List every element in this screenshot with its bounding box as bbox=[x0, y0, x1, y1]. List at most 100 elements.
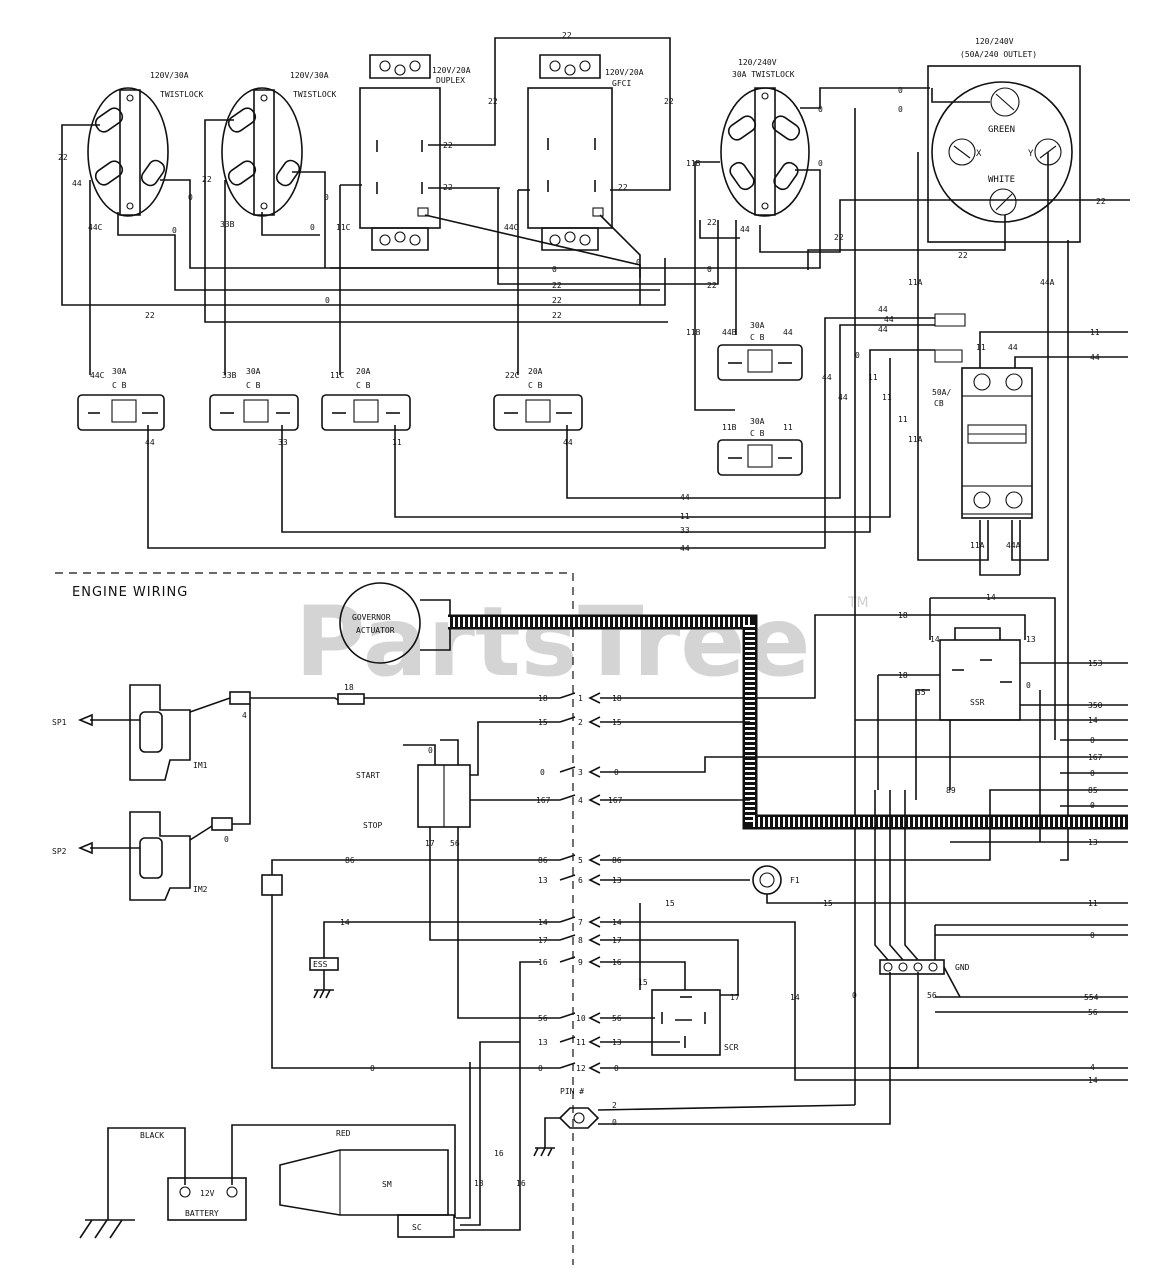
svg-text:18: 18 bbox=[538, 694, 548, 703]
start-label: START bbox=[356, 771, 380, 780]
outlet-twistlock-240: 120/240V 30A TWISTLOCK bbox=[720, 58, 810, 217]
svg-text:18: 18 bbox=[898, 671, 908, 680]
svg-text:44: 44 bbox=[783, 328, 793, 337]
outlet-50a: 120/240V (50A/240 OUTLET) GREEN WHITE X … bbox=[927, 37, 1081, 243]
svg-text:22: 22 bbox=[443, 141, 453, 150]
svg-text:22: 22 bbox=[202, 175, 212, 184]
svg-text:44: 44 bbox=[878, 325, 888, 334]
svg-text:554: 554 bbox=[1084, 993, 1099, 1002]
svg-text:44: 44 bbox=[72, 179, 82, 188]
svg-text:0: 0 bbox=[428, 746, 433, 755]
outlet3-title1: 120V/20A bbox=[432, 66, 471, 75]
outlet2-title1: 120V/30A bbox=[290, 71, 329, 80]
cb1-label: C B bbox=[112, 381, 127, 390]
svg-text:22: 22 bbox=[707, 281, 717, 290]
svg-text:44: 44 bbox=[1008, 343, 1018, 352]
svg-text:44: 44 bbox=[878, 305, 888, 314]
svg-text:17: 17 bbox=[425, 839, 435, 848]
outlet5-title2: 30A TWISTLOCK bbox=[732, 70, 795, 79]
pin-label: PIN # bbox=[560, 1087, 584, 1096]
svg-text:0: 0 bbox=[636, 258, 641, 267]
outlet-gfci: 120V/20A GFCI bbox=[527, 54, 644, 251]
svg-text:16: 16 bbox=[494, 1149, 504, 1158]
svg-text:16: 16 bbox=[516, 1179, 526, 1188]
starter-motor: SM SC bbox=[279, 961, 540, 1238]
svg-text:0: 0 bbox=[1090, 801, 1095, 810]
battery-label: BATTERY bbox=[185, 1209, 219, 1218]
svg-text:0: 0 bbox=[188, 193, 193, 202]
outlet-duplex: 120V/20A DUPLEX bbox=[359, 54, 471, 251]
outlet6-title2: (50A/240 OUTLET) bbox=[960, 50, 1037, 59]
svg-text:44: 44 bbox=[740, 225, 750, 234]
cb2-rating: 30A bbox=[246, 367, 261, 376]
svg-text:14: 14 bbox=[538, 918, 548, 927]
svg-text:0: 0 bbox=[612, 1118, 617, 1127]
governor-line1: GOVERNOR bbox=[352, 613, 391, 622]
breaker-cb4: 20A C B bbox=[493, 367, 583, 431]
battery: 12V BATTERY BLACK RED bbox=[79, 1124, 456, 1239]
svg-text:13: 13 bbox=[612, 1038, 622, 1047]
stop-label: STOP bbox=[363, 821, 382, 830]
svg-text:0: 0 bbox=[1090, 769, 1095, 778]
svg-text:14: 14 bbox=[340, 918, 350, 927]
relay-scr: SCR bbox=[651, 989, 739, 1056]
svg-text:0: 0 bbox=[855, 351, 860, 360]
outlet2-title2: TWISTLOCK bbox=[293, 90, 337, 99]
outlet4-title1: 120V/20A bbox=[605, 68, 644, 77]
svg-text:22: 22 bbox=[618, 183, 628, 192]
svg-text:0: 0 bbox=[552, 265, 557, 274]
svg-text:0: 0 bbox=[370, 1064, 375, 1073]
pin-10: 10 bbox=[576, 1014, 586, 1023]
cb3-rating: 20A bbox=[356, 367, 371, 376]
svg-text:11: 11 bbox=[882, 393, 892, 402]
svg-text:56: 56 bbox=[1088, 1008, 1098, 1017]
svg-text:11: 11 bbox=[976, 343, 986, 352]
svg-text:17: 17 bbox=[730, 993, 740, 1002]
svg-text:18: 18 bbox=[344, 683, 354, 692]
cb2-label: C B bbox=[246, 381, 261, 390]
svg-text:44: 44 bbox=[680, 544, 690, 553]
svg-text:17: 17 bbox=[538, 936, 548, 945]
watermark-tm: TM bbox=[847, 595, 869, 611]
breaker-cb3: 20A C B bbox=[321, 367, 411, 431]
svg-text:0: 0 bbox=[310, 223, 315, 232]
sc-label: SC bbox=[412, 1223, 422, 1232]
svg-text:4: 4 bbox=[242, 711, 247, 720]
sp2-label: SP2 bbox=[52, 847, 67, 856]
svg-text:44C: 44C bbox=[504, 223, 519, 232]
svg-text:11: 11 bbox=[680, 512, 690, 521]
outlet6-x: X bbox=[976, 149, 982, 159]
svg-text:22: 22 bbox=[145, 311, 155, 320]
connector-block: 1 2 3 4 5 6 7 8 9 10 11 12 bbox=[559, 692, 601, 1074]
pin-8: 8 bbox=[578, 936, 583, 945]
outlet1-title2: TWISTLOCK bbox=[160, 90, 204, 99]
breaker-cb1: 30A C B bbox=[77, 367, 165, 431]
svg-text:11C: 11C bbox=[336, 223, 351, 232]
svg-text:11: 11 bbox=[392, 438, 402, 447]
svg-text:44B: 44B bbox=[722, 328, 737, 337]
svg-text:11: 11 bbox=[1090, 328, 1100, 337]
watermark: PartsTree bbox=[295, 586, 810, 698]
outlet6-title1: 120/240V bbox=[975, 37, 1014, 46]
svg-text:44A: 44A bbox=[1040, 278, 1055, 287]
svg-text:22: 22 bbox=[1096, 197, 1106, 206]
svg-text:33: 33 bbox=[278, 438, 288, 447]
cb5-label: C B bbox=[750, 333, 765, 342]
outlet6-green: GREEN bbox=[988, 125, 1015, 135]
svg-text:13: 13 bbox=[538, 1038, 548, 1047]
main-cb-label: CB bbox=[934, 399, 944, 408]
svg-text:153: 153 bbox=[1088, 659, 1103, 668]
svg-text:167: 167 bbox=[1088, 753, 1103, 762]
ignition-module-2: SP2 IM2 bbox=[52, 811, 233, 901]
pin-12: 12 bbox=[576, 1064, 586, 1073]
outlet5-title1: 120/240V bbox=[738, 58, 777, 67]
ess-label: ESS bbox=[313, 960, 328, 969]
svg-text:44: 44 bbox=[680, 493, 690, 502]
svg-text:0: 0 bbox=[540, 768, 545, 777]
svg-text:44: 44 bbox=[884, 315, 894, 324]
breaker-main: 50A/ CB bbox=[932, 367, 1033, 519]
svg-text:11: 11 bbox=[898, 415, 908, 424]
svg-text:35: 35 bbox=[916, 688, 926, 697]
svg-text:0: 0 bbox=[818, 159, 823, 168]
svg-text:22: 22 bbox=[707, 218, 717, 227]
